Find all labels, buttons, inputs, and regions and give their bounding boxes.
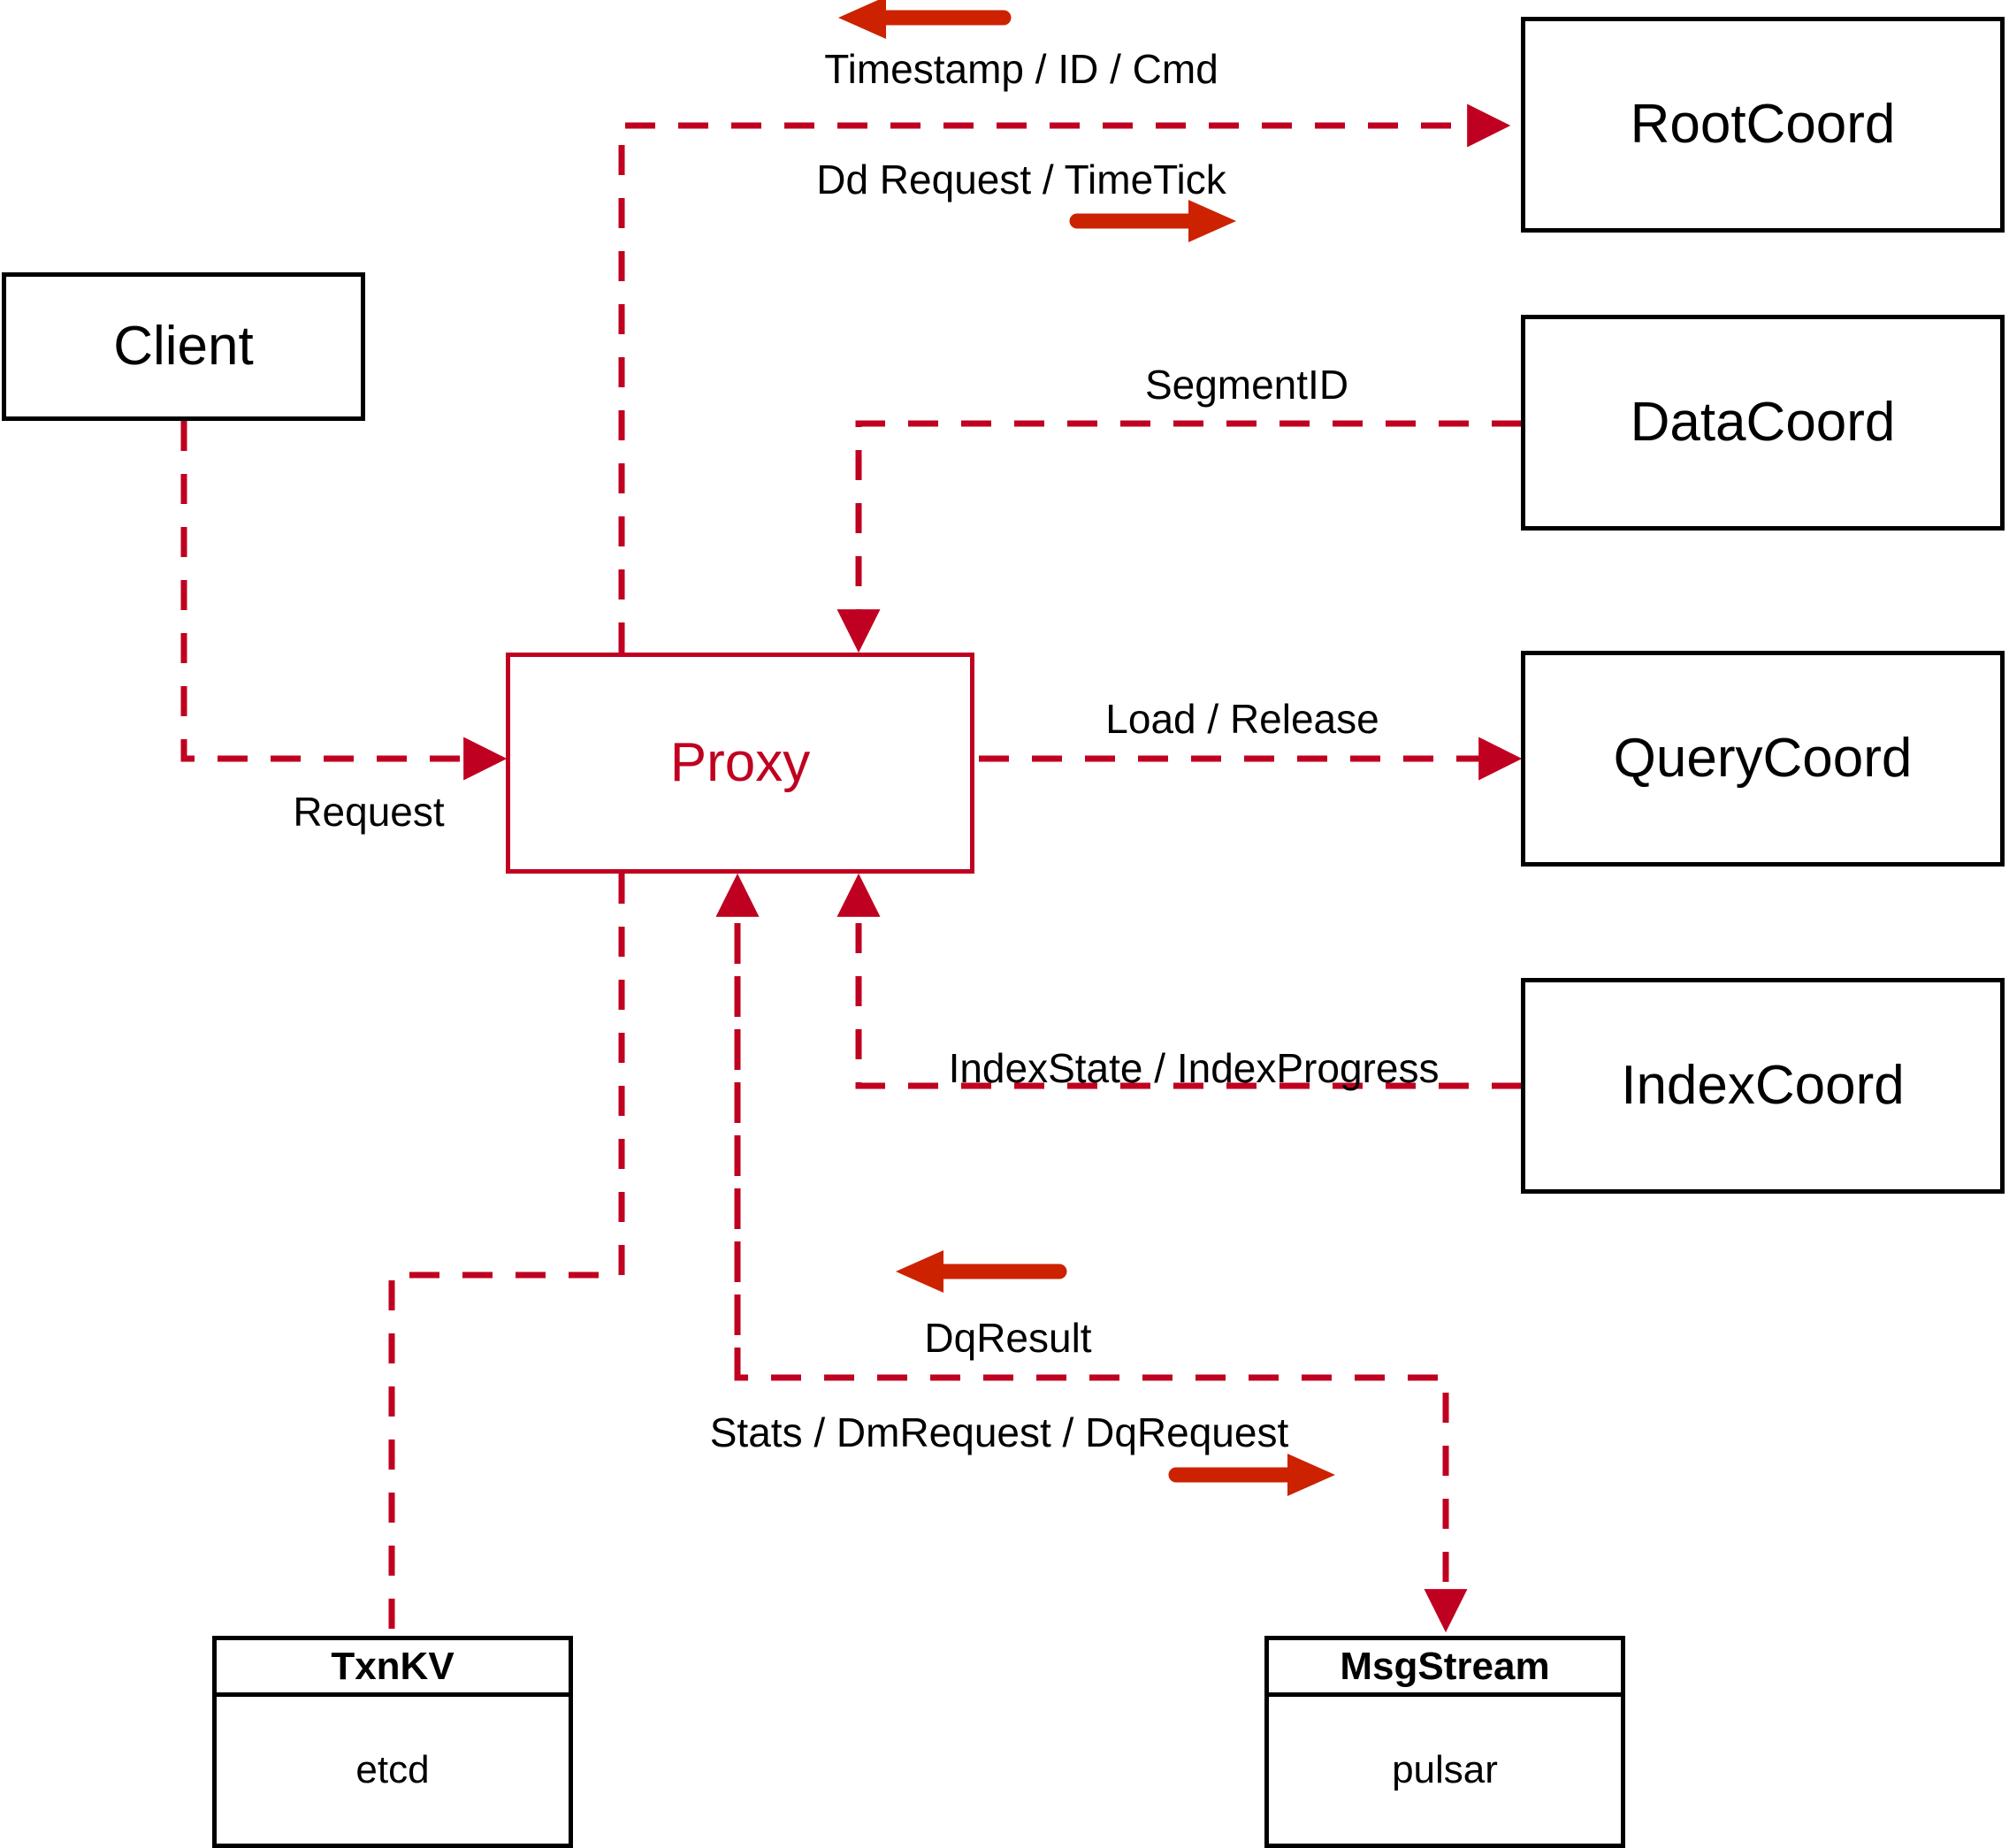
node-querycoord-label: QueryCoord (1613, 728, 1913, 789)
node-rootcoord[interactable]: RootCoord (1521, 17, 2005, 233)
node-txnkv-header: TxnKV (217, 1640, 569, 1697)
edge-label-indexstate-indexprogress: IndexState / IndexProgress (948, 1045, 1440, 1091)
node-querycoord[interactable]: QueryCoord (1521, 651, 2005, 867)
node-datacoord[interactable]: DataCoord (1521, 315, 2005, 531)
node-client-label: Client (113, 316, 254, 377)
wire-proxy-to-txnkv (388, 874, 625, 1636)
node-msgstream-title: MsgStream (1340, 1644, 1550, 1688)
direction-arrow-timestamp-id-cmd (838, 0, 1012, 39)
node-msgstream-header: MsgStream (1269, 1640, 1621, 1697)
wire-proxy-to-msgstream (734, 881, 1468, 1633)
node-client[interactable]: Client (2, 272, 365, 421)
edge-label-load-release: Load / Release (1105, 696, 1379, 742)
node-msgstream-impl: pulsar (1392, 1748, 1498, 1791)
node-msgstream[interactable]: MsgStream pulsar (1264, 1636, 1625, 1848)
node-txnkv-body: etcd (217, 1697, 569, 1844)
node-proxy-label: Proxy (669, 732, 811, 793)
node-datacoord-label: DataCoord (1630, 392, 1896, 453)
edge-label-dd-request-timetick: Dd Request / TimeTick (816, 157, 1226, 202)
direction-arrow-stats-dmrequest-dqrequest (1168, 1454, 1335, 1496)
wire-proxy-to-rootcoord (618, 103, 1511, 653)
wire-datacoord-to-proxy (836, 420, 1522, 653)
node-txnkv-impl: etcd (355, 1748, 430, 1791)
edge-label-timestamp-id-cmd: Timestamp / ID / Cmd (824, 46, 1218, 92)
direction-arrow-dd-request-timetick (1069, 200, 1236, 242)
edge-label-dqresult: DqResult (924, 1315, 1092, 1361)
node-txnkv-title: TxnKV (331, 1644, 455, 1688)
direction-arrow-dqresult (896, 1250, 1067, 1293)
node-indexcoord[interactable]: IndexCoord (1521, 978, 2005, 1194)
edge-label-segmentid: SegmentID (1144, 362, 1349, 408)
node-indexcoord-label: IndexCoord (1621, 1055, 1905, 1116)
node-txnkv[interactable]: TxnKV etcd (212, 1636, 573, 1848)
node-proxy[interactable]: Proxy (506, 653, 974, 874)
edge-label-request: Request (293, 789, 445, 835)
edge-label-stats-dmrequest-dqrequest: Stats / DmRequest / DqRequest (709, 1409, 1289, 1455)
wire-client-to-proxy (180, 421, 508, 781)
node-rootcoord-label: RootCoord (1630, 94, 1896, 155)
node-msgstream-body: pulsar (1269, 1697, 1621, 1844)
